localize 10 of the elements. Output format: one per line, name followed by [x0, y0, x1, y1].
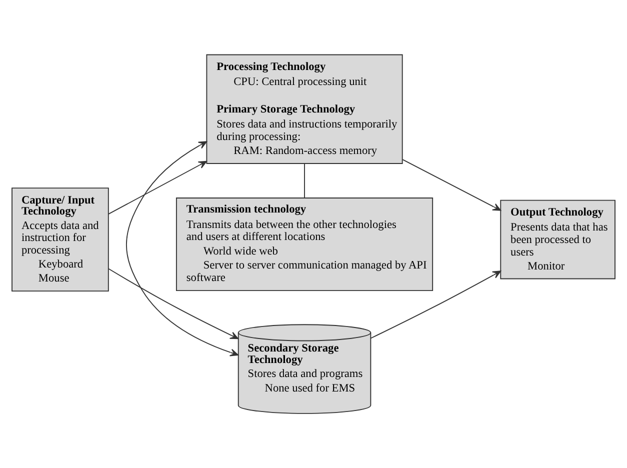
node-box: Transmission technology Transmits data between the other technologies and users at different locations World wide web Server to server communication managed by API software — [176, 198, 434, 292]
arrow — [108, 160, 207, 215]
arrow — [108, 268, 239, 340]
node-box: Processing Technology CPU: Central processing unit Primary Storage Technology Stores data and instructions temporarily during processing: RAM: Random-access memory — [206, 54, 403, 164]
node-box: Output Technology Presents data that has been processed to users Monitor — [500, 200, 616, 280]
arrow — [370, 270, 502, 339]
node-box: Capture/ Input Technology Accepts data and instruction for processing Keyboard Mouse — [12, 188, 109, 292]
arrow — [402, 159, 502, 211]
arrow — [126, 141, 238, 356]
connector — [304, 163, 305, 198]
